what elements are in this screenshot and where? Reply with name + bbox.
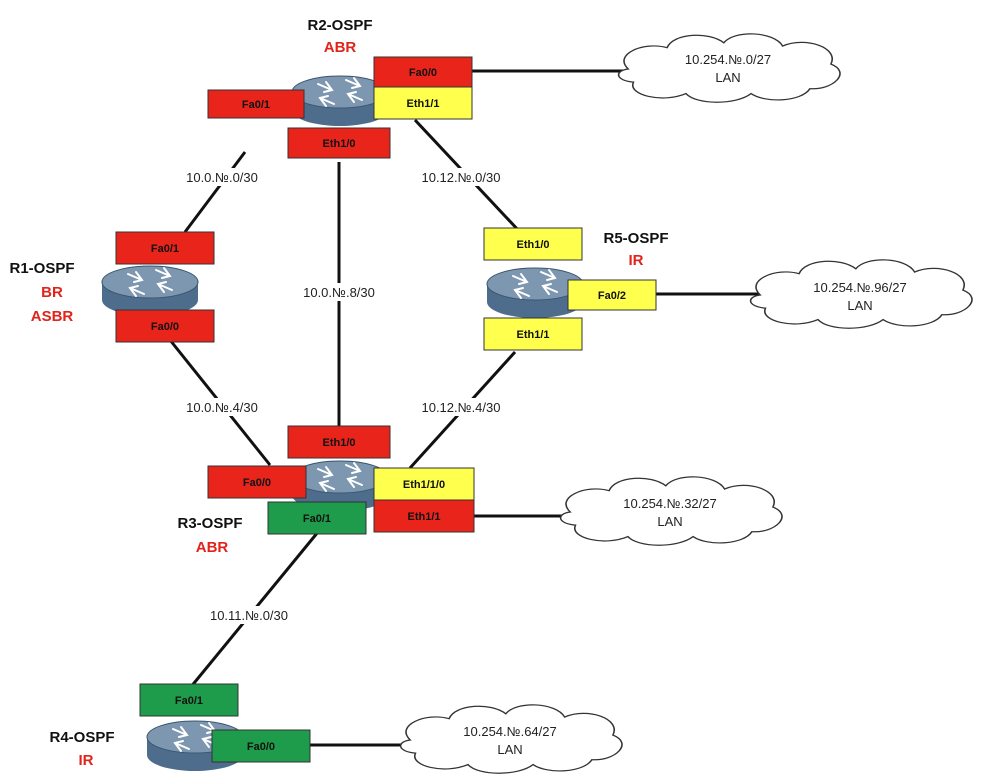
interface-label: Fa0/1	[175, 695, 203, 707]
router-name: R2-OSPF	[307, 17, 372, 34]
interface-r2-fa00: Fa0/0	[373, 56, 473, 88]
interface-r3-fa01: Fa0/1	[267, 501, 367, 535]
link-r2-r1	[183, 151, 247, 233]
interface-label: Fa0/0	[151, 321, 179, 333]
lan-cloud-r5: 10.254.№.96/27 LAN	[749, 259, 973, 329]
router-role: IR	[79, 752, 94, 769]
interface-label: Fa0/0	[409, 67, 437, 79]
router-role: ASBR	[31, 308, 74, 325]
interface-r5-eth11: Eth1/1	[483, 317, 583, 351]
lan-label: LAN	[847, 298, 872, 313]
interfaces: Fa0/1 Fa0/0 Eth1/1 Eth1/0 Fa0/1 Fa0/0 Et…	[115, 56, 657, 763]
cloud-icon	[559, 476, 783, 546]
router-r4: R4-OSPF IR	[49, 720, 244, 772]
router-name: R4-OSPF	[49, 729, 114, 746]
router-role: IR	[629, 252, 644, 269]
lan-label: LAN	[497, 742, 522, 757]
interface-label: Fa0/2	[598, 290, 626, 302]
lan-label: LAN	[657, 514, 682, 529]
interface-r2-eth11: Eth1/1	[373, 86, 473, 120]
router-role: BR	[41, 284, 63, 301]
interface-r3-fa00: Fa0/0	[207, 465, 307, 499]
interface-label: Fa0/0	[243, 477, 271, 489]
interface-r5-fa02: Fa0/2	[567, 279, 657, 311]
interface-label: Fa0/0	[247, 741, 275, 753]
router-r2: R2-OSPF ABR	[291, 17, 389, 127]
lan-subnet: 10.254.№.32/27	[623, 496, 716, 511]
interface-r3-eth11: Eth1/1	[373, 499, 475, 533]
lan-subnet: 10.254.№.64/27	[463, 724, 556, 739]
interface-label: Eth1/1/0	[403, 479, 445, 491]
interface-r1-fa01: Fa0/1	[115, 231, 215, 265]
interface-r3-eth110: Eth1/1/0	[373, 467, 475, 501]
network-label-r1-r3: 10.0.№.4/30	[186, 400, 258, 415]
lan-label: LAN	[715, 70, 740, 85]
lan-cloud-r4: 10.254.№.64/27 LAN	[399, 704, 623, 774]
interface-label: Eth1/1	[516, 329, 549, 341]
router-name: R3-OSPF	[177, 515, 242, 532]
network-label-r2-r3: 10.0.№.8/30	[303, 285, 375, 300]
lan-subnet: 10.254.№.96/27	[813, 280, 906, 295]
interface-label: Eth1/1	[406, 98, 439, 110]
interface-r2-eth10: Eth1/0	[287, 127, 391, 159]
cloud-icon	[399, 704, 623, 774]
interface-label: Eth1/0	[322, 138, 355, 150]
interface-label: Fa0/1	[303, 513, 331, 525]
interface-label: Eth1/1	[407, 511, 440, 523]
router-name: R5-OSPF	[603, 230, 668, 247]
interface-label: Fa0/1	[242, 99, 270, 111]
network-label-r3-r4: 10.11.№.0/30	[210, 608, 288, 623]
router-role: ABR	[196, 539, 229, 556]
interface-r4-fa00: Fa0/0	[211, 729, 311, 763]
router-r5: R5-OSPF IR	[486, 230, 669, 319]
network-label-r2-r5: 10.12.№.0/30	[421, 170, 500, 185]
cloud-icon	[617, 33, 841, 103]
router-r3: R3-OSPF ABR	[177, 460, 389, 556]
interface-r1-fa00: Fa0/0	[115, 309, 215, 343]
interface-r2-fa01: Fa0/1	[207, 89, 305, 119]
lan-cloud-r3: 10.254.№.32/27 LAN	[559, 476, 783, 546]
lan-cloud-r2: 10.254.№.0/27 LAN	[617, 33, 841, 103]
interface-r5-eth10: Eth1/0	[483, 227, 583, 261]
network-label-r3-r5: 10.12.№.4/30	[421, 400, 500, 415]
router-role: ABR	[324, 39, 357, 56]
interface-label: Fa0/1	[151, 243, 179, 255]
network-labels: 10.0.№.0/30 10.0.№.8/30 10.12.№.0/30 10.…	[170, 168, 517, 624]
interface-r3-eth10: Eth1/0	[287, 425, 391, 459]
interface-label: Eth1/0	[516, 239, 549, 251]
lan-subnet: 10.254.№.0/27	[685, 52, 771, 67]
router-name: R1-OSPF	[9, 260, 74, 277]
interface-r4-fa01: Fa0/1	[139, 683, 239, 717]
router-icon	[101, 265, 199, 317]
router-r1: R1-OSPF BR ASBR	[9, 260, 199, 325]
network-label-r1-r2: 10.0.№.0/30	[186, 170, 258, 185]
interface-label: Eth1/0	[322, 437, 355, 449]
